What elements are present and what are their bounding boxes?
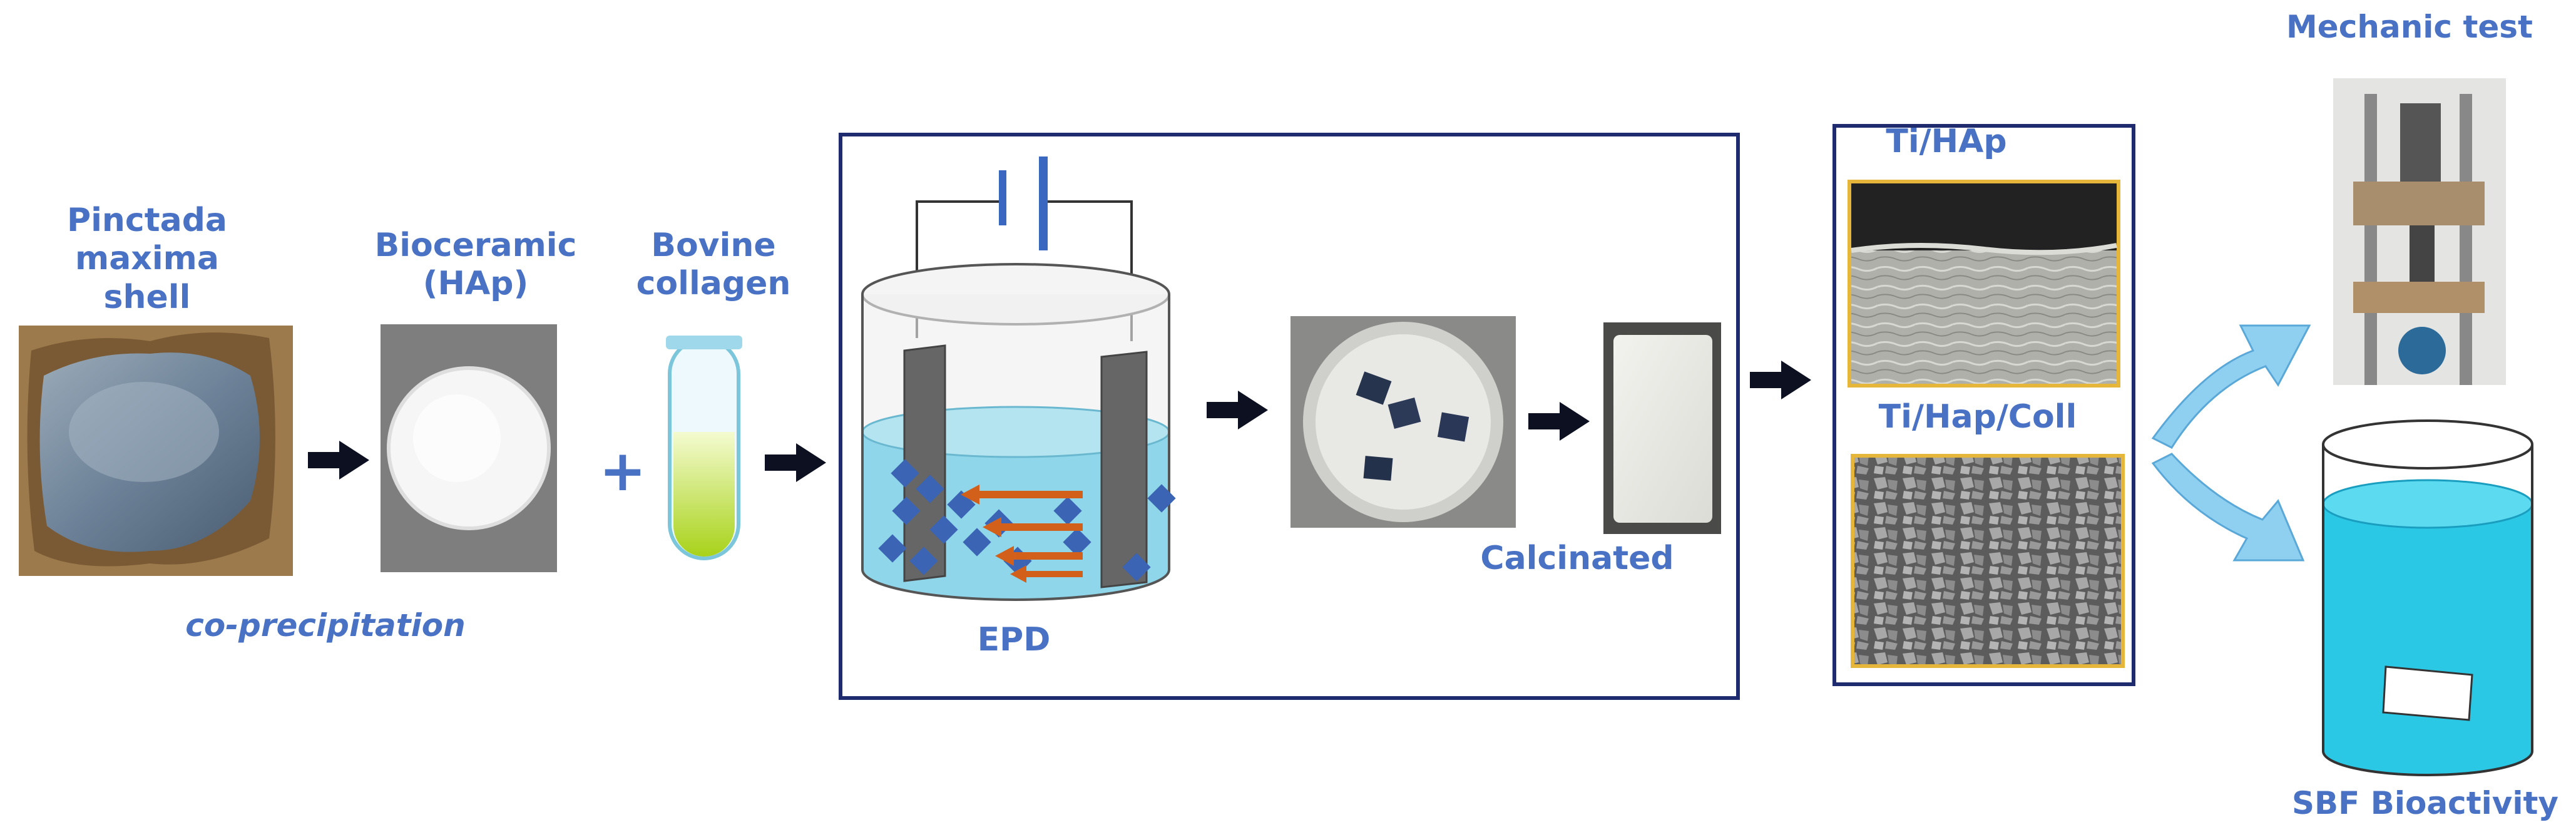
sem-image-ti-hap	[1848, 180, 2120, 388]
electrode-right	[1100, 351, 1148, 588]
hap-disc-photo	[381, 324, 557, 572]
coatings-frame	[1832, 124, 2135, 686]
calcinated-label: Calcinated	[1480, 540, 1674, 577]
arrow-to-sbf	[2151, 453, 2305, 562]
ti-hap-coll-label: Ti/Hap/Coll	[1878, 398, 2077, 436]
battery-plate-long	[999, 170, 1006, 225]
arrow-3	[1207, 391, 1268, 429]
testing-machine-photo	[2333, 78, 2506, 385]
immersed-sample	[2382, 665, 2473, 721]
sbf-bioactivity-label: SBF Bioactivity	[2292, 785, 2558, 821]
sbf-beaker-icon	[2322, 419, 2533, 776]
collagen-label: Bovine collagen	[636, 227, 791, 303]
plus-sign: +	[599, 438, 647, 504]
epd-cell-icon	[861, 157, 1176, 601]
shell-photo	[19, 326, 293, 576]
bioceramic-label: Bioceramic (HAp)	[374, 227, 577, 303]
test-tube-icon	[666, 336, 742, 560]
arrow-1	[308, 441, 369, 480]
epd-label: EPD	[977, 621, 1051, 659]
battery-plate-short	[1039, 157, 1048, 250]
arrow-2	[765, 443, 826, 482]
mechanic-test-label: Mechanic test	[2286, 9, 2533, 45]
calcinated-plate-photo	[1603, 322, 1721, 534]
sample-dish-photo	[1291, 316, 1516, 528]
shell-label: Pinctada maxima shell	[66, 202, 228, 316]
ti-hap-label: Ti/HAp	[1886, 123, 2007, 160]
arrow-5	[1750, 361, 1811, 399]
sem-image-ti-hap-coll	[1851, 454, 2125, 668]
coprecipitation-label: co-precipitation	[185, 607, 466, 644]
electrode-left	[903, 344, 946, 582]
epd-process-frame	[839, 133, 1740, 700]
arrow-to-mechanic-test	[2151, 324, 2311, 449]
process-arrows	[308, 361, 1811, 482]
migration-arrows	[961, 485, 1083, 583]
curved-arrows	[2151, 324, 2311, 562]
arrow-4	[1528, 402, 1590, 441]
